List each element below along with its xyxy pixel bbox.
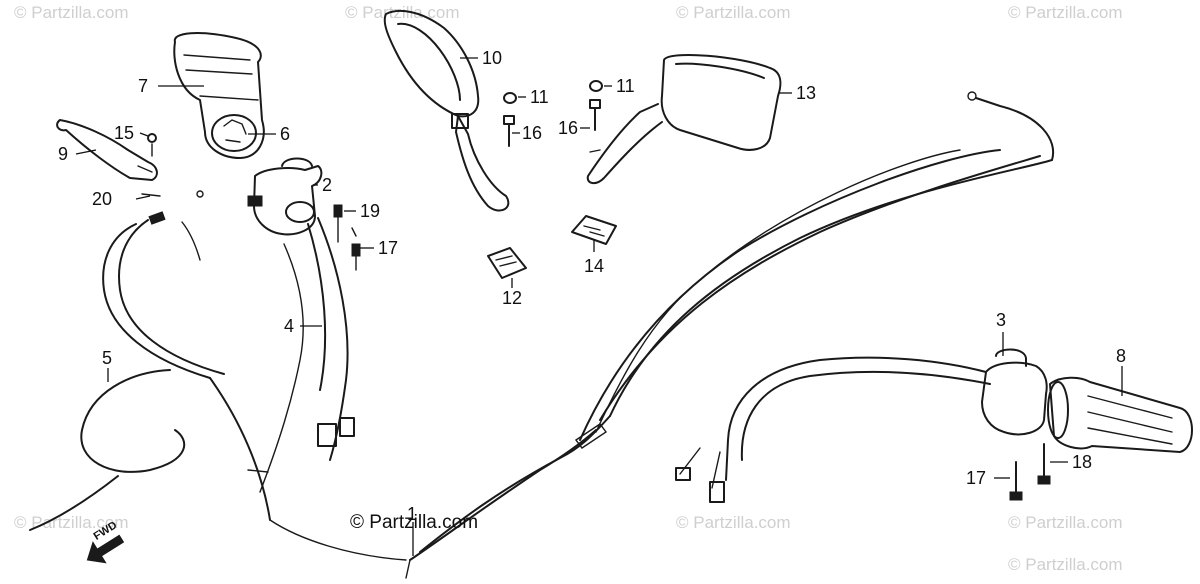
left-switch-bolts-drawing [333, 204, 361, 271]
callout-label: 4 [284, 316, 294, 336]
mirror-cover-left-drawing [487, 247, 527, 279]
right-switch-bolts-drawing [1009, 443, 1051, 501]
callout-label: 15 [114, 123, 134, 143]
callout-label: 9 [58, 144, 68, 164]
callout-label: 3 [996, 310, 1006, 330]
left-switch-housing-drawing [247, 157, 323, 236]
watermark: © Partzilla.com [1008, 3, 1123, 22]
callout-label: 14 [584, 256, 604, 276]
credit-text: © Partzilla.com [350, 512, 478, 533]
callout-label: 10 [482, 48, 502, 68]
throttle-grip-drawing [173, 32, 265, 159]
callout-label: 20 [92, 189, 112, 209]
callout-label: 7 [138, 76, 148, 96]
callout-label: 12 [502, 288, 522, 308]
callout-label: 19 [360, 201, 380, 221]
callout-label: 16 [558, 118, 578, 138]
callout-label: 2 [322, 175, 332, 195]
left-mirror-drawing [383, 9, 510, 212]
watermark: © Partzilla.com [345, 3, 460, 22]
throttle-cable-drawing [269, 91, 1055, 579]
watermark: © Partzilla.com [676, 513, 791, 532]
watermark: © Partzilla.com [676, 3, 791, 22]
callout-label: 17 [966, 468, 986, 488]
callout-label: 1 [407, 504, 417, 524]
callout-label: 8 [1116, 346, 1126, 366]
callout-label: 17 [378, 238, 398, 258]
callout-label: 13 [796, 83, 816, 103]
callout-label: 11 [616, 76, 635, 96]
watermark: © Partzilla.com [1008, 555, 1123, 574]
watermark: © Partzilla.com [14, 513, 129, 532]
watermark: © Partzilla.com [1008, 513, 1123, 532]
callout-label: 11 [530, 87, 549, 107]
watermark: © Partzilla.com [14, 3, 129, 22]
watermark-layer: © Partzilla.com © Partzilla.com © Partzi… [14, 3, 1123, 574]
right-switch-housing-drawing [675, 348, 1048, 503]
right-grip-drawing [1047, 376, 1193, 453]
callout-label: 5 [102, 348, 112, 368]
clutch-lever-drawing [56, 119, 204, 198]
callout-label: 16 [522, 123, 542, 143]
left-switch-harness-drawing [247, 217, 355, 493]
mirror-fasteners-drawing [503, 80, 603, 147]
callout-layer: 7 6 15 9 20 2 19 17 4 5 10 11 16 12 11 1… [58, 48, 1126, 556]
callout-label: 6 [280, 124, 290, 144]
clutch-cable-drawing [29, 211, 271, 531]
callout-label: 18 [1072, 452, 1092, 472]
right-mirror-drawing [586, 53, 782, 184]
mirror-cover-right-drawing [571, 215, 617, 245]
